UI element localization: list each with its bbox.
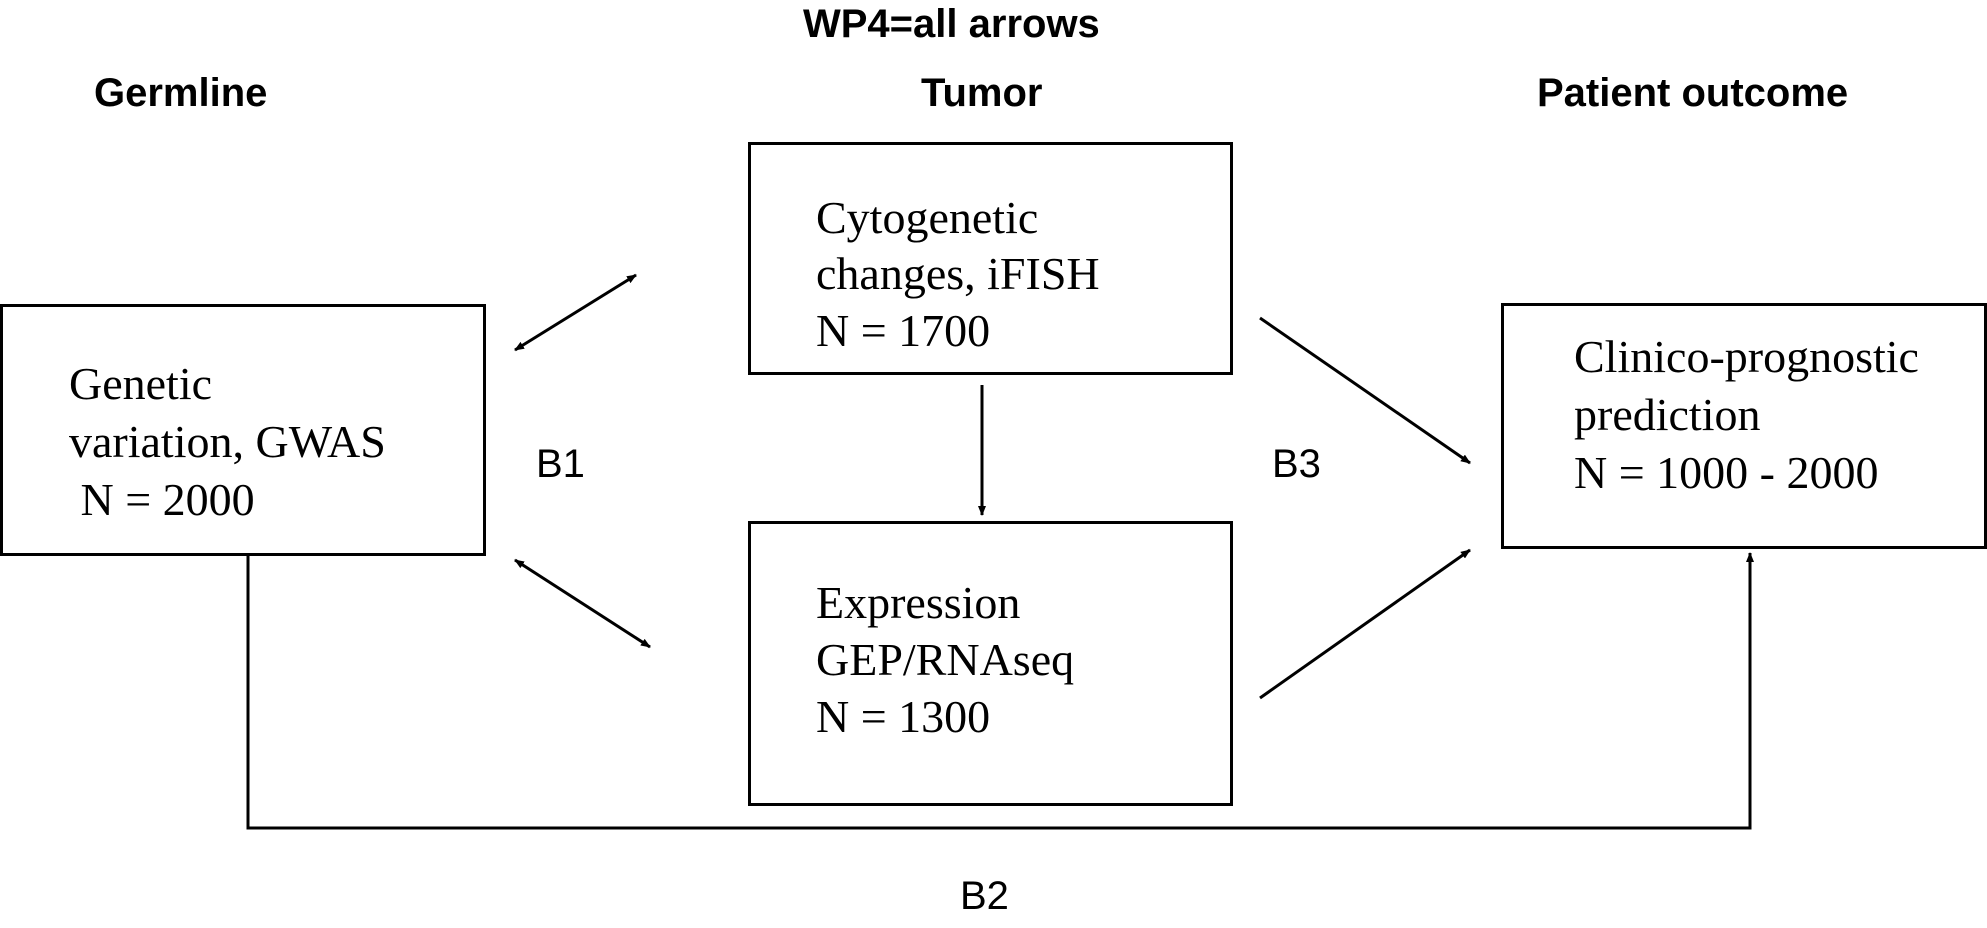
germline-line-2: variation, GWAS [69, 416, 386, 467]
label-b3: B3 [1272, 442, 1321, 486]
label-b1: B1 [536, 442, 585, 486]
patient-outcome-header: Patient outcome [1537, 71, 1849, 115]
clinico-line-2: prediction [1574, 389, 1761, 440]
arrow-cytogenetic-clinico [1259, 316, 1471, 465]
cytogenetic-line-3: N = 1700 [816, 305, 991, 356]
arrow-germline-clinico [246, 552, 1754, 830]
expression-line-2: GEP/RNAseq [816, 634, 1075, 685]
cytogenetic-box: Cytogenetic changes, iFISH N = 1700 [748, 142, 1233, 375]
expression-box: Expression GEP/RNAseq N = 1300 [748, 521, 1233, 806]
arrow-expression-clinico [1259, 548, 1471, 700]
cytogenetic-line-2: changes, iFISH [816, 248, 1100, 299]
germline-line-3: N = 2000 [69, 474, 255, 525]
expression-line-3: N = 1300 [816, 691, 991, 742]
clinico-line-1: Clinico-prognostic [1574, 331, 1919, 382]
germline-line-1: Genetic [69, 358, 213, 409]
germline-header: Germline [94, 71, 268, 115]
clinico-box: Clinico-prognostic prediction N = 1000 -… [1501, 303, 1987, 549]
tumor-header: Tumor [921, 71, 1043, 115]
arrow-germline-expression [514, 558, 651, 649]
germline-box: Genetic variation, GWAS N = 2000 [0, 304, 486, 556]
cytogenetic-line-1: Cytogenetic [816, 192, 1039, 243]
diagram-title: WP4=all arrows [803, 2, 1100, 46]
expression-line-1: Expression [816, 577, 1021, 628]
arrow-germline-cytogenetic [514, 273, 637, 352]
label-b2: B2 [960, 874, 1009, 918]
clinico-line-3: N = 1000 - 2000 [1574, 447, 1879, 498]
